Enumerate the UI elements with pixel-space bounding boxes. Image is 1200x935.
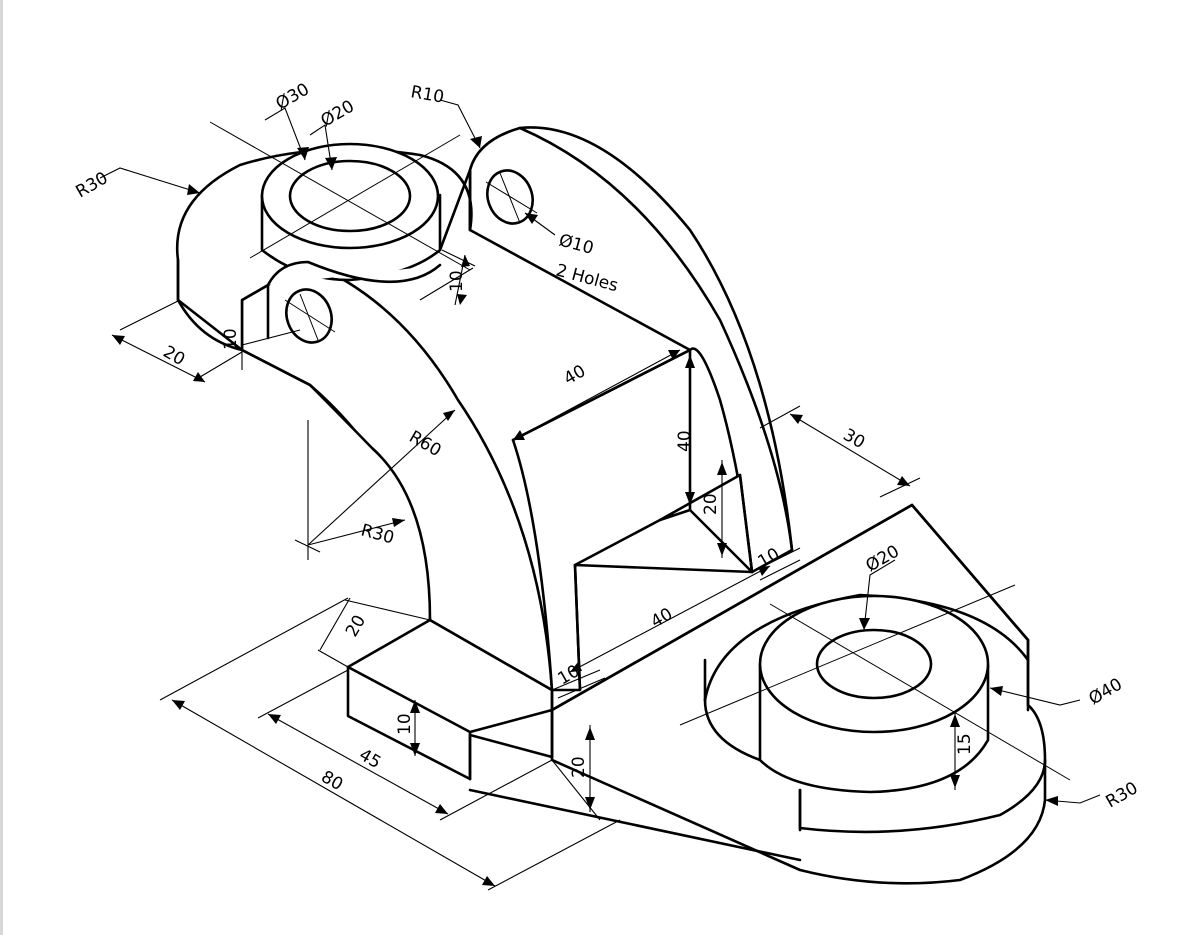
dim-r10: R10 [409,82,445,108]
dim-20-step: 20 [701,493,721,515]
dim-40-slot: 40 [561,361,590,389]
dim-r30-base: R30 [1103,778,1142,812]
dim-20-left: 20 [342,612,370,641]
page-edge [0,0,3,935]
dim-30: 30 [840,425,869,453]
dim-10-boss: 10 [447,270,467,292]
ear-holes [284,169,538,344]
dim-phi20-top: Ø20 [318,97,358,132]
dim-phi30: Ø30 [273,80,313,115]
left-step-block [346,618,554,781]
top-hub [175,121,473,352]
dim-20-top: 20 [160,342,189,370]
dim-r30-top: R30 [73,168,112,202]
dim-10-block: 10 [395,713,415,735]
dim-20-base: 20 [569,756,589,778]
dim-10-ear: 10 [221,328,241,350]
base-boss [679,584,1071,832]
dim-15: 15 [955,733,975,755]
dim-40-vert: 40 [675,430,695,452]
dim-phi40: Ø40 [1086,675,1126,710]
dim-45: 45 [356,745,385,773]
dim-80: 80 [318,767,347,795]
